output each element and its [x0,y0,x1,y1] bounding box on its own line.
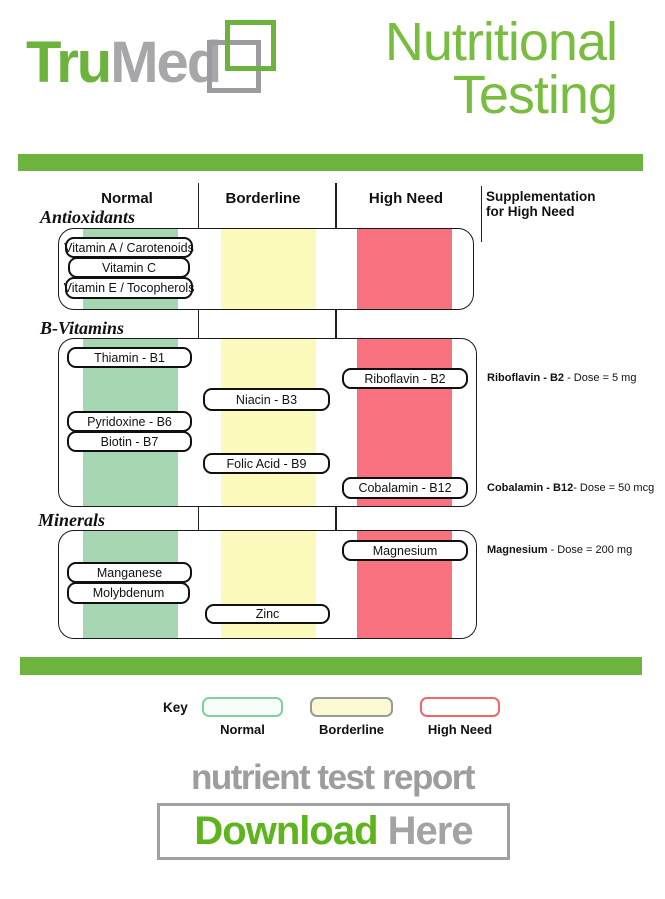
borderline-band [221,339,316,506]
nutrient-folic-acid-b9: Folic Acid - B9 [203,453,330,474]
logo-med-text: Med [110,30,222,95]
nutrient-vitamin-e: Vitamin E / Tocopherols [64,277,194,299]
nutrient-biotin-b7: Biotin - B7 [67,431,192,452]
column-connector [197,306,199,339]
nutrient-manganese: Manganese [67,562,192,583]
page-title-line1: Nutritional [384,12,618,72]
column-divider [480,186,482,242]
column-connector [197,504,199,531]
column-header-high-need: High Need [368,190,444,207]
logo-green-square-icon [225,20,276,71]
key-label: Key [163,700,188,715]
column-connector [335,306,337,339]
supplement-note-riboflavin: Riboflavin - B2 - Dose = 5 mg [487,372,662,384]
section-title-minerals: Minerals [38,510,106,530]
key-name-high-need: High Need [427,722,493,737]
supplement-note-magnesium: Magnesium - Dose = 200 mg [487,544,662,556]
column-connector [335,504,337,531]
supplement-note-name: Cobalamin - B12 [487,482,574,494]
key-name-normal: Normal [220,722,265,737]
column-divider [335,183,337,228]
page-title: Nutritional Testing [384,12,618,125]
nutrient-zinc: Zinc [205,604,330,624]
supplement-note-name: Magnesium [487,544,548,556]
column-header-borderline: Borderline [225,190,301,207]
supplement-note-name: Riboflavin - B2 [487,372,565,384]
page-title-line2: Testing [452,65,618,125]
column-header-normal: Normal [101,190,153,207]
report-title: nutrient test report [190,758,476,797]
high-need-band [357,229,452,309]
nutrient-vitamin-c: Vitamin C [68,257,190,278]
column-header-supplementation: Supplementation for High Need [486,189,636,219]
borderline-band [221,229,316,309]
nutrient-thiamin-b1: Thiamin - B1 [67,347,192,368]
key-swatch-borderline [310,697,393,717]
section-title-b-vitamins: B-Vitamins [40,318,125,338]
download-button-word-download: Download [194,809,378,853]
supplementation-line2: for High Need [486,204,575,219]
trumed-logo: TruMed [26,30,222,95]
nutrient-cobalamin-b12: Cobalamin - B12 [342,477,468,499]
bottom-divider-bar [20,657,642,675]
nutrient-vitamin-a: Vitamin A / Carotenoids [64,237,194,258]
key-swatch-high-need [420,697,500,717]
key-name-borderline: Borderline [318,722,384,737]
supplement-note-dose: - Dose = 5 mg [564,372,637,384]
logo-tru-text: Tru [26,30,112,95]
supplementation-line1: Supplementation [486,189,596,204]
section-title-antioxidants: Antioxidants [40,207,136,227]
download-button-word-here: Here [377,809,474,853]
nutrient-magnesium: Magnesium [342,540,468,561]
supplement-note-cobalamin: Cobalamin - B12- Dose = 50 mcg [487,482,662,494]
top-divider-bar [18,154,643,171]
download-button[interactable]: Download Here [157,803,510,860]
nutrient-niacin-b3: Niacin - B3 [203,388,330,411]
nutrient-molybdenum: Molybdenum [67,582,190,604]
nutrient-pyridoxine-b6: Pyridoxine - B6 [67,411,192,432]
column-divider [197,183,199,228]
supplement-note-dose: - Dose = 50 mcg [573,482,655,494]
nutrient-riboflavin-b2: Riboflavin - B2 [342,368,468,389]
key-swatch-normal [202,697,283,717]
supplement-note-dose: - Dose = 200 mg [547,544,633,556]
